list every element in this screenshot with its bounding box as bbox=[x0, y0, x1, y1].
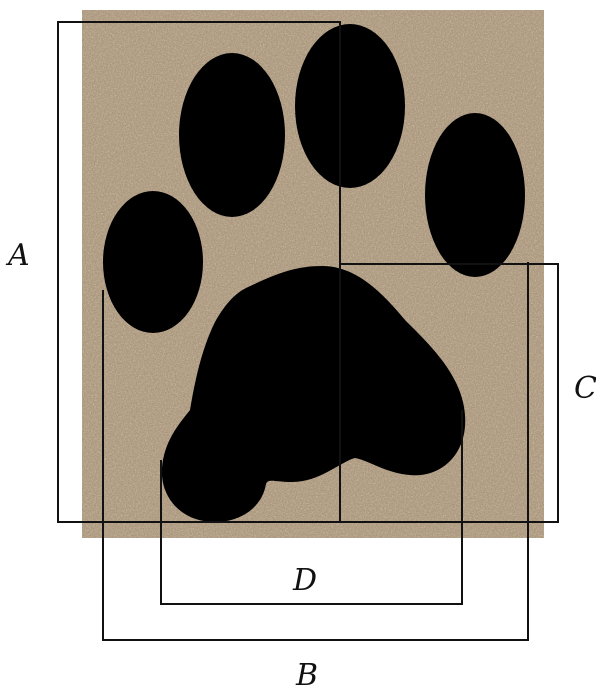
label-a: A bbox=[5, 238, 30, 273]
toe-pad-2 bbox=[179, 53, 285, 217]
toe-pad-1 bbox=[103, 191, 203, 333]
label-b: B bbox=[295, 658, 318, 692]
toe-pad-4 bbox=[425, 113, 525, 277]
label-c: C bbox=[574, 371, 596, 406]
label-d: D bbox=[292, 563, 317, 598]
toe-pad-3 bbox=[295, 24, 405, 188]
